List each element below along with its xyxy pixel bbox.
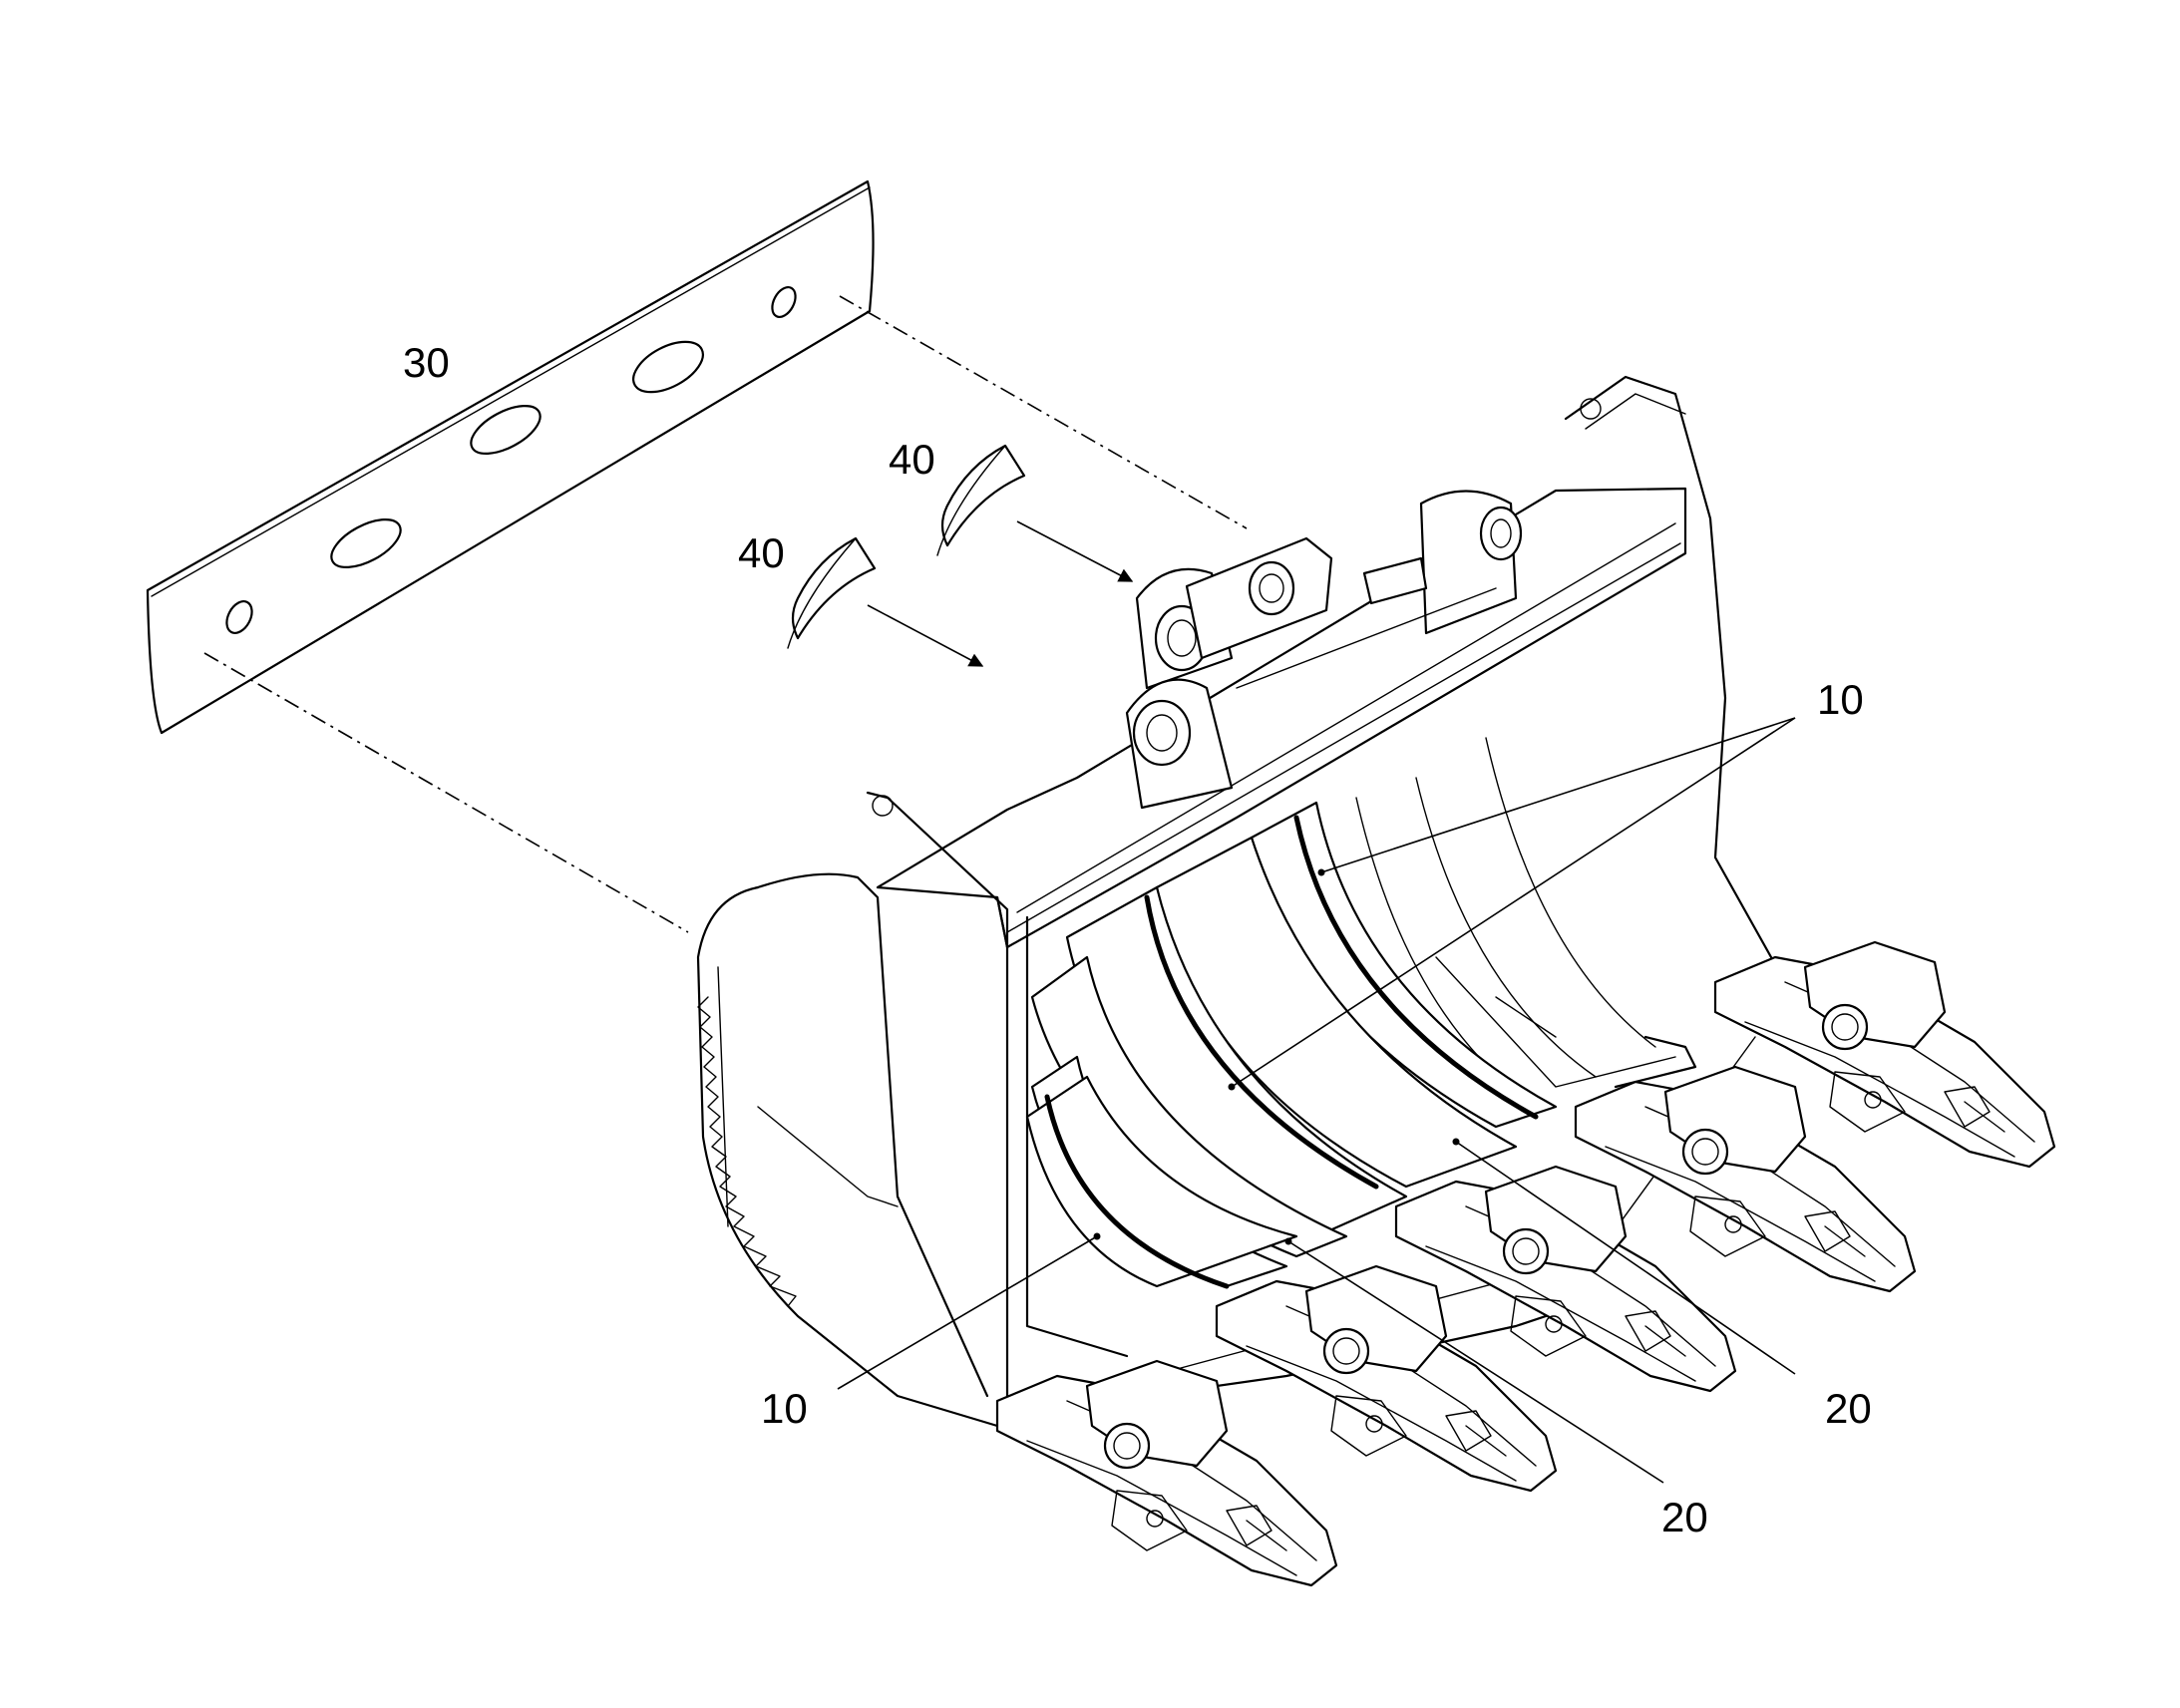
label-20-right: 20 [1825, 1385, 1872, 1432]
label-10-upper: 10 [1817, 676, 1864, 723]
insert-arrow-upper [1016, 520, 1134, 582]
label-20-middle: 20 [1661, 1494, 1708, 1540]
guide-line-lower [203, 652, 689, 933]
guide-line-upper [839, 295, 1248, 529]
label-40-upper: 40 [889, 436, 935, 483]
insert-upper [936, 444, 1026, 556]
label-10-lower: 10 [761, 1385, 808, 1432]
leader-lines [837, 717, 1796, 1484]
label-40-lower: 40 [738, 529, 785, 576]
wear-plate [146, 179, 875, 735]
insert-arrow-lower [867, 604, 984, 667]
label-30: 30 [403, 339, 450, 386]
insert-lower [787, 536, 877, 649]
liner-panels [1025, 801, 1558, 1289]
tooth-1 [995, 1359, 1338, 1587]
